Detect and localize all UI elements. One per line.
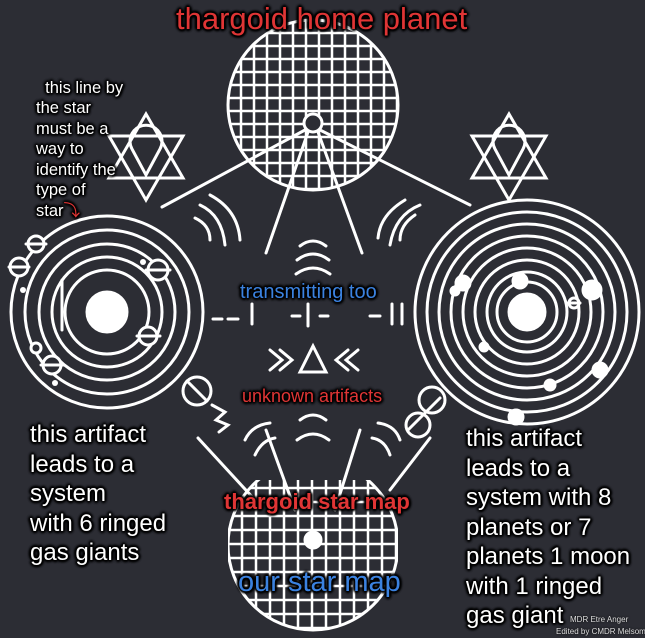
star-line-note: this line by the star must be a way to i… — [36, 57, 123, 221]
unknown-artifacts-label: unknown artifacts — [242, 386, 383, 406]
star-glyph-right — [469, 111, 549, 203]
credit-author: MDR Etre Anger — [570, 615, 629, 624]
right-star-system — [413, 198, 641, 426]
star-map-beams — [196, 413, 432, 512]
right-artifact-note: this artifact leads to a system with 8 p… — [466, 425, 631, 629]
artifact-glyph-chevrons — [268, 342, 360, 374]
left-artifact-note: this artifact leads to a system with 6 r… — [30, 421, 167, 566]
star-note-text: this line by the star must be a way to i… — [36, 78, 124, 220]
our-star-map-grid-globe — [228, 480, 398, 632]
signal-dashes — [211, 302, 404, 328]
transmission-arcs — [193, 193, 422, 276]
signal-beam-lines — [160, 128, 472, 255]
our-star-map-label: our star map — [238, 566, 401, 598]
transmitting-label: transmitting too — [240, 281, 377, 303]
arrow-down-icon: ⤵ — [63, 201, 81, 220]
thargoid-star-map-label: thargoid star map — [224, 489, 410, 514]
home-planet-grid-globe — [226, 18, 400, 192]
star-glyph-left — [106, 111, 186, 203]
thargoid-home-planet-label: thargoid home planet — [176, 1, 468, 36]
artifact-glyph-left — [181, 375, 231, 434]
left-star-system — [7, 214, 205, 410]
credit-editor: Edited by CMDR Melsom — [556, 627, 645, 636]
artifact-glyph-right — [404, 385, 447, 439]
